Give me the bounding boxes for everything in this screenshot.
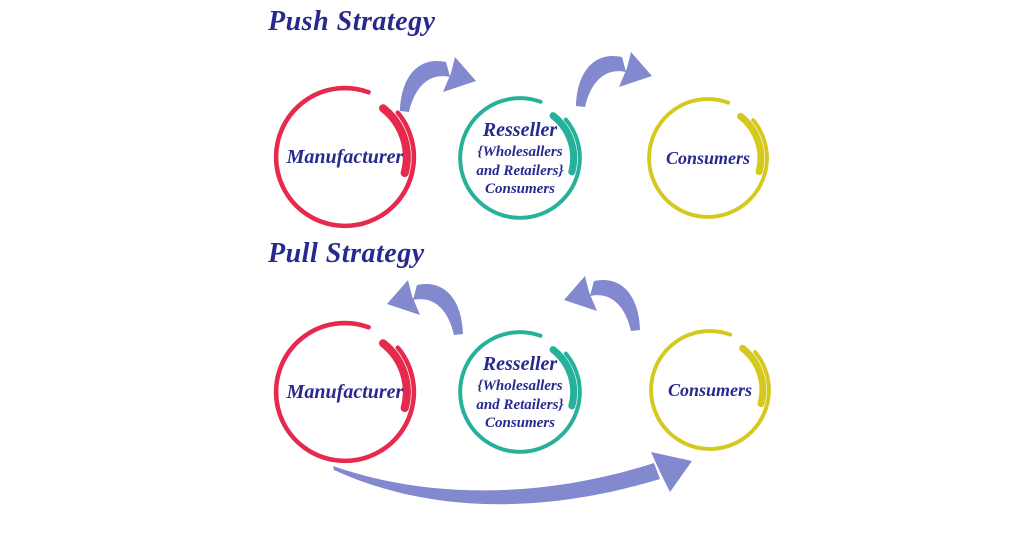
arrow-body	[590, 279, 640, 331]
resseller-label-block: Resseller {Wholesallers and Retailers} C…	[476, 117, 563, 200]
resseller-label-block: Resseller {Wholesallers and Retailers} C…	[476, 351, 563, 434]
manufacturer-circle-icon	[273, 320, 417, 464]
pull-arrow-resseller-to-manufacturer	[387, 280, 463, 335]
consumers-label: Consumers	[665, 147, 751, 168]
resseller-detail-line1: {Wholesallers	[477, 377, 563, 394]
arrow-head	[651, 452, 692, 492]
consumers-circle-icon	[647, 97, 769, 219]
arrow-head	[387, 280, 420, 315]
manufacturer-label: Manufacturer	[286, 380, 404, 403]
consumers-circle-icon	[649, 329, 771, 451]
arrow-head	[443, 57, 476, 92]
manufacturer-circle-icon	[273, 85, 417, 229]
resseller-detail-line1: {Wholesallers	[477, 143, 563, 160]
arrow-body	[413, 283, 463, 335]
resseller-detail-line3: Consumers	[484, 181, 556, 198]
pull-arrow-consumers-to-resseller	[564, 276, 640, 331]
resseller-detail-line2: and Retailers}	[476, 162, 564, 179]
pull-manufacturer-node: Manufacturer	[269, 316, 421, 468]
arrow-body	[333, 463, 660, 505]
resseller-circle-icon	[458, 330, 582, 454]
arrow-head	[619, 52, 652, 87]
push-strategy-title: Push Strategy	[268, 6, 436, 37]
pull-consumers-node: Consumers	[645, 325, 775, 455]
push-resseller-node: Resseller {Wholesallers and Retailers} C…	[454, 92, 586, 224]
consumers-label: Consumers	[667, 379, 753, 400]
push-arrow-resseller-to-consumers	[576, 52, 652, 107]
resseller-name: Resseller	[482, 352, 558, 375]
pull-arrow-manufacturer-to-consumers	[333, 452, 692, 505]
arrow-body	[576, 55, 626, 107]
push-manufacturer-node: Manufacturer	[269, 81, 421, 233]
resseller-circle-icon	[458, 96, 582, 220]
manufacturer-label: Manufacturer	[286, 145, 404, 168]
resseller-name: Resseller	[482, 118, 558, 141]
pull-resseller-node: Resseller {Wholesallers and Retailers} C…	[454, 326, 586, 458]
resseller-detail-line3: Consumers	[484, 415, 556, 432]
arrow-head	[564, 276, 597, 311]
push-consumers-node: Consumers	[643, 93, 773, 223]
arrow-body	[400, 60, 450, 112]
resseller-detail-line2: and Retailers}	[476, 396, 564, 413]
push-arrow-manufacturer-to-resseller	[400, 57, 476, 112]
pull-strategy-title: Pull Strategy	[268, 238, 425, 269]
